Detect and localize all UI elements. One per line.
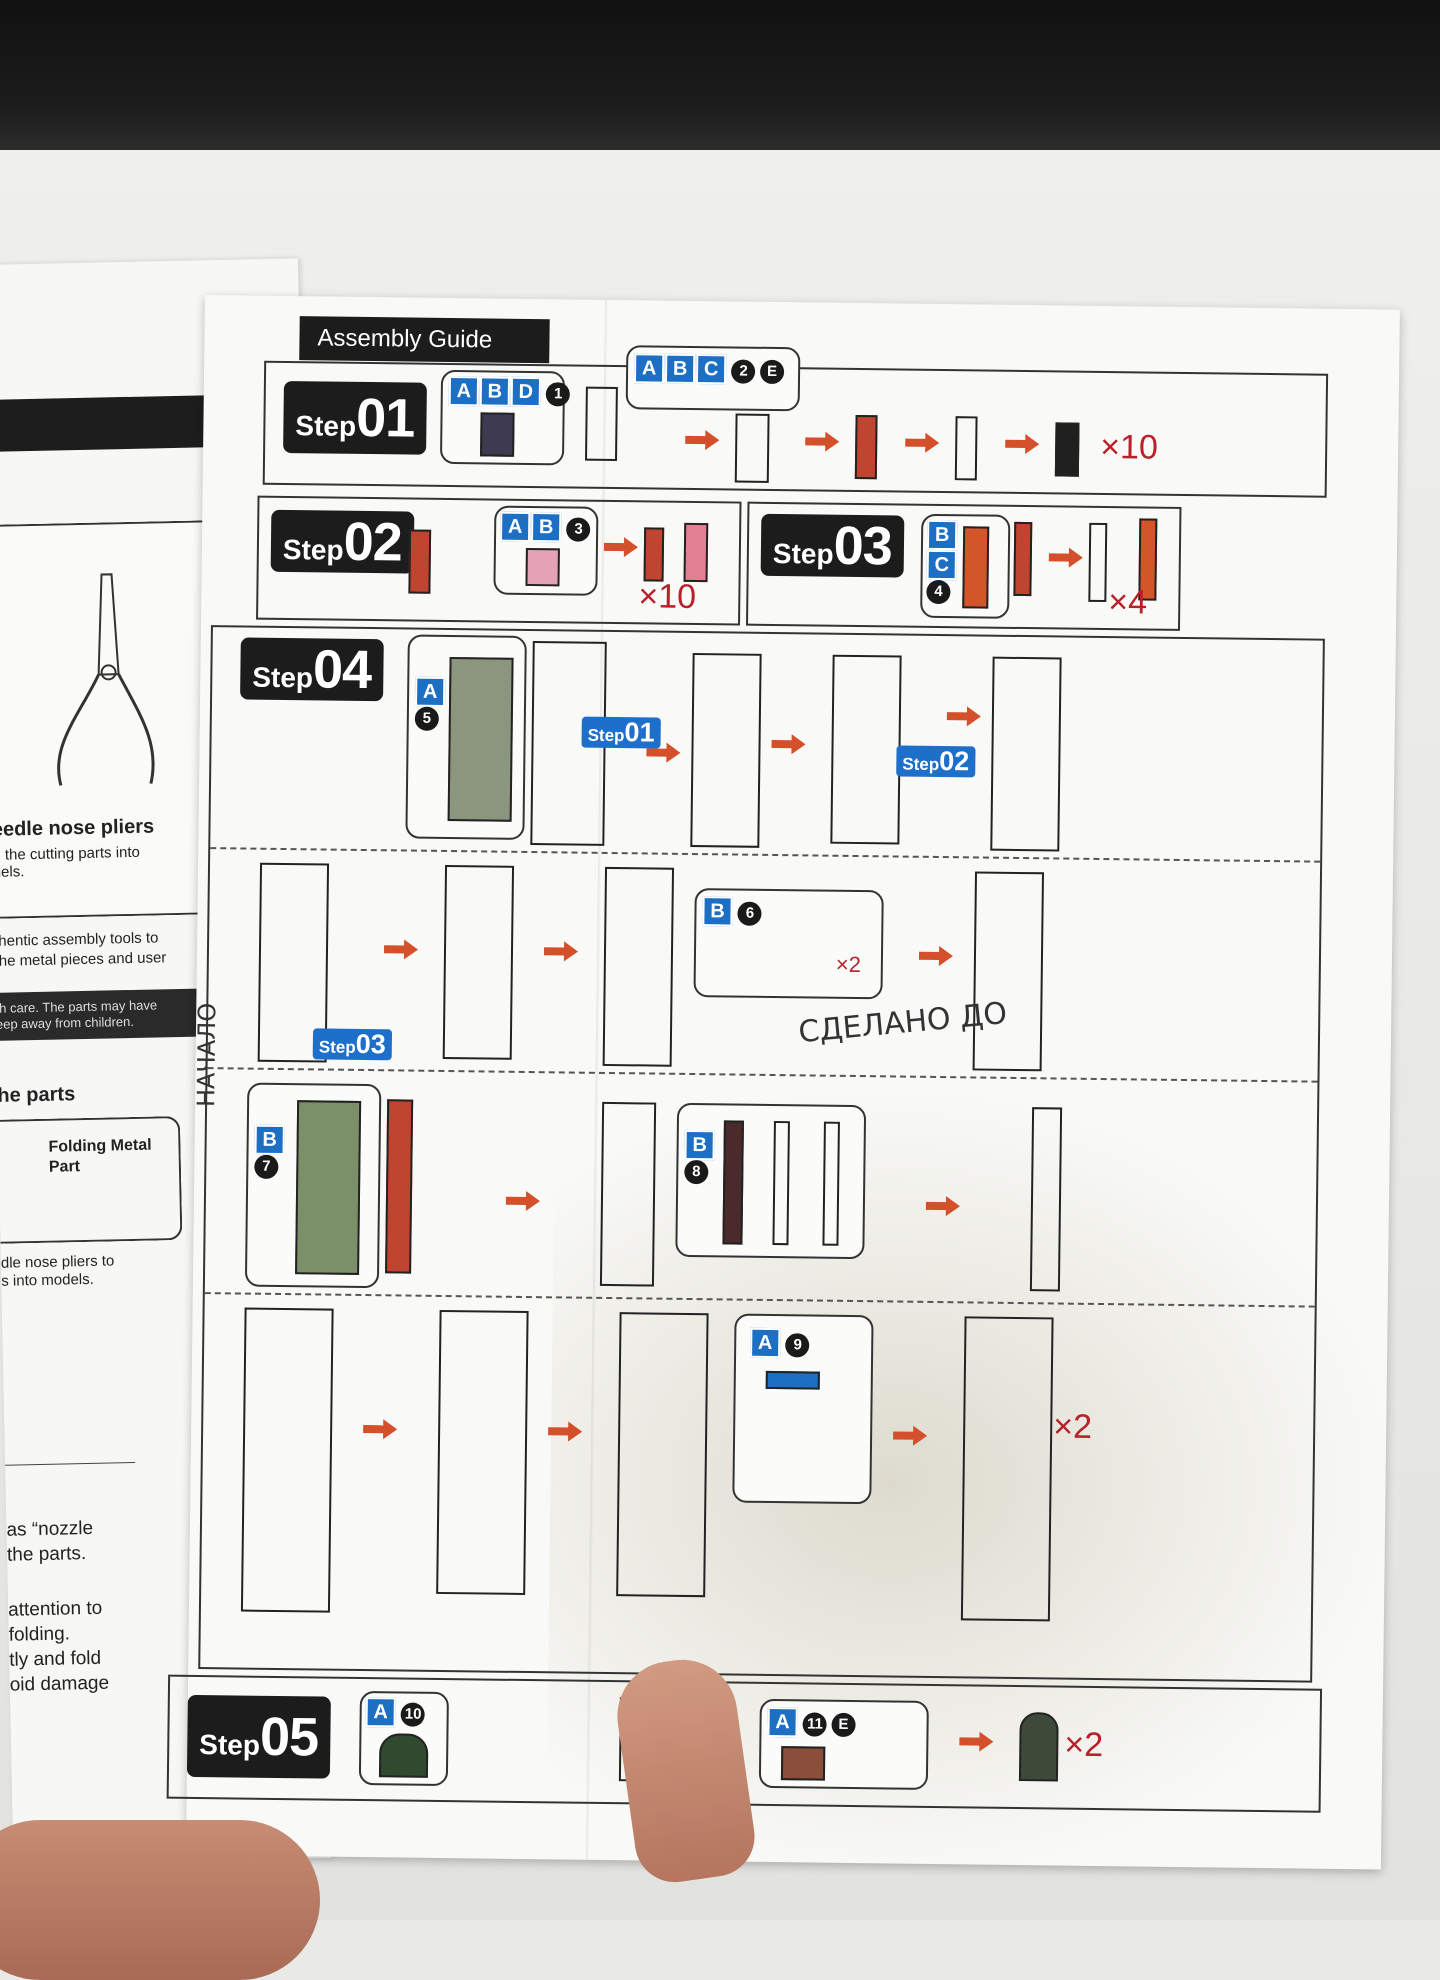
- attention-text: tly and fold: [9, 1647, 102, 1671]
- multiplier: ×10: [1099, 427, 1159, 467]
- step-05-parts-callout: A 10: [358, 1690, 449, 1787]
- tool-desc: dels.: [0, 863, 25, 881]
- pliers-icon: [57, 573, 155, 786]
- multiplier: ×2: [835, 951, 862, 978]
- tower-piece: [385, 1099, 414, 1274]
- wall-panel-piece: [447, 657, 514, 822]
- multiplier: ×10: [638, 577, 697, 617]
- dark-desk-edge: [0, 0, 1440, 150]
- column-piece: [643, 527, 665, 582]
- column-piece: [854, 414, 878, 480]
- folding-label: Part: [48, 1158, 81, 1176]
- wall-assembly: [830, 654, 902, 845]
- step-ref-badge: Step03: [312, 1028, 392, 1061]
- para-text: the metal pieces and user: [0, 949, 167, 970]
- column-piece: [1054, 422, 1080, 477]
- wall-assembly: [240, 1307, 334, 1613]
- arch-assembly: [1018, 1712, 1059, 1782]
- finger: [0, 1820, 320, 1980]
- para-text: thentic assembly tools to: [0, 929, 159, 950]
- column-piece: [1088, 522, 1108, 603]
- row-divider: [210, 847, 1321, 863]
- part-piece: [780, 1746, 826, 1781]
- part-piece: [822, 1121, 840, 1246]
- divider: [5, 1462, 136, 1466]
- bracket-piece: [765, 1370, 820, 1390]
- fold-desc: s into models.: [1, 1270, 94, 1290]
- step-04-sub-callout: B 6 ×2: [693, 888, 884, 1000]
- column-piece: [734, 413, 770, 483]
- column-piece: [585, 386, 618, 462]
- fold-desc: dle nose pliers to: [0, 1252, 115, 1272]
- folding-label: Folding Metal: [48, 1136, 152, 1156]
- pliers-box: eedle nose pliers d the cutting parts in…: [0, 519, 231, 919]
- step-04-sub-callout-3: A 9: [732, 1313, 874, 1505]
- part-piece: [772, 1121, 790, 1246]
- tool-name: eedle nose pliers: [0, 815, 155, 841]
- section-title: he parts: [0, 1083, 76, 1107]
- part-piece: [480, 412, 515, 457]
- wall-assembly: [972, 871, 1045, 1072]
- part-piece: [722, 1120, 744, 1245]
- step-04-parts-callout-2: B 7: [244, 1082, 382, 1289]
- step-04-panel: Step04 A 5 Step01 Step02 Step03: [192, 625, 1325, 1683]
- multiplier: ×4: [1108, 583, 1148, 622]
- wall-assembly: [990, 656, 1062, 852]
- multiplier: ×2: [1053, 1407, 1093, 1446]
- step-01-label: Step01: [283, 380, 427, 455]
- tool-desc: d the cutting parts into: [0, 843, 141, 864]
- row-divider: [207, 1067, 1318, 1083]
- column-piece: [683, 522, 709, 583]
- step-05-label: Step05: [186, 1694, 331, 1779]
- tower-panel-piece: [295, 1100, 362, 1275]
- left-instruction-page: eedle nose pliers d the cutting parts in…: [0, 258, 332, 1865]
- step-03-parts-callout: BC 4: [920, 513, 1011, 619]
- step-04-label: Step04: [240, 637, 384, 702]
- wall-assembly: [960, 1316, 1054, 1622]
- step-03-panel: Step03 BC 4 ×4: [746, 501, 1182, 631]
- multiplier: ×2: [1064, 1725, 1104, 1765]
- attention-text: attention to: [7, 1597, 103, 1621]
- wall-assembly: [690, 652, 762, 848]
- step-04-sub-callout-2: B 8: [675, 1102, 867, 1260]
- step-ref-badge: Step01: [581, 716, 661, 749]
- arch-piece: [378, 1733, 429, 1778]
- attention-text: folding.: [8, 1623, 71, 1646]
- assembly-guide-title: Assembly Guide: [299, 316, 550, 364]
- wall-assembly: [442, 864, 515, 1060]
- part-piece: [962, 526, 990, 609]
- wall-assembly: [436, 1309, 529, 1596]
- column-piece: [408, 529, 432, 594]
- wall-assembly: [602, 866, 675, 1067]
- wall-assembly: [616, 1312, 709, 1598]
- folding-box: Folding Metal Part: [0, 1116, 183, 1244]
- step-05-sub-callout: A 11 E: [758, 1698, 929, 1790]
- step-04-parts-callout: A 5: [405, 634, 527, 840]
- column-piece: [1013, 521, 1033, 597]
- attention-text: oid damage: [9, 1672, 110, 1696]
- step-ref-badge: Step02: [896, 745, 976, 778]
- handwritten-note: НАЧАЛО: [192, 1002, 222, 1108]
- nozzle-text: as “nozzle: [6, 1517, 94, 1541]
- step-02-label: Step02: [270, 509, 415, 574]
- tower-assembly: [1029, 1107, 1063, 1292]
- column-piece: [954, 416, 978, 481]
- row-divider: [204, 1292, 1315, 1308]
- tower-assembly: [599, 1101, 657, 1287]
- part-piece: [525, 547, 560, 587]
- nozzle-text: the parts.: [6, 1543, 87, 1566]
- step-03-label: Step03: [760, 513, 905, 578]
